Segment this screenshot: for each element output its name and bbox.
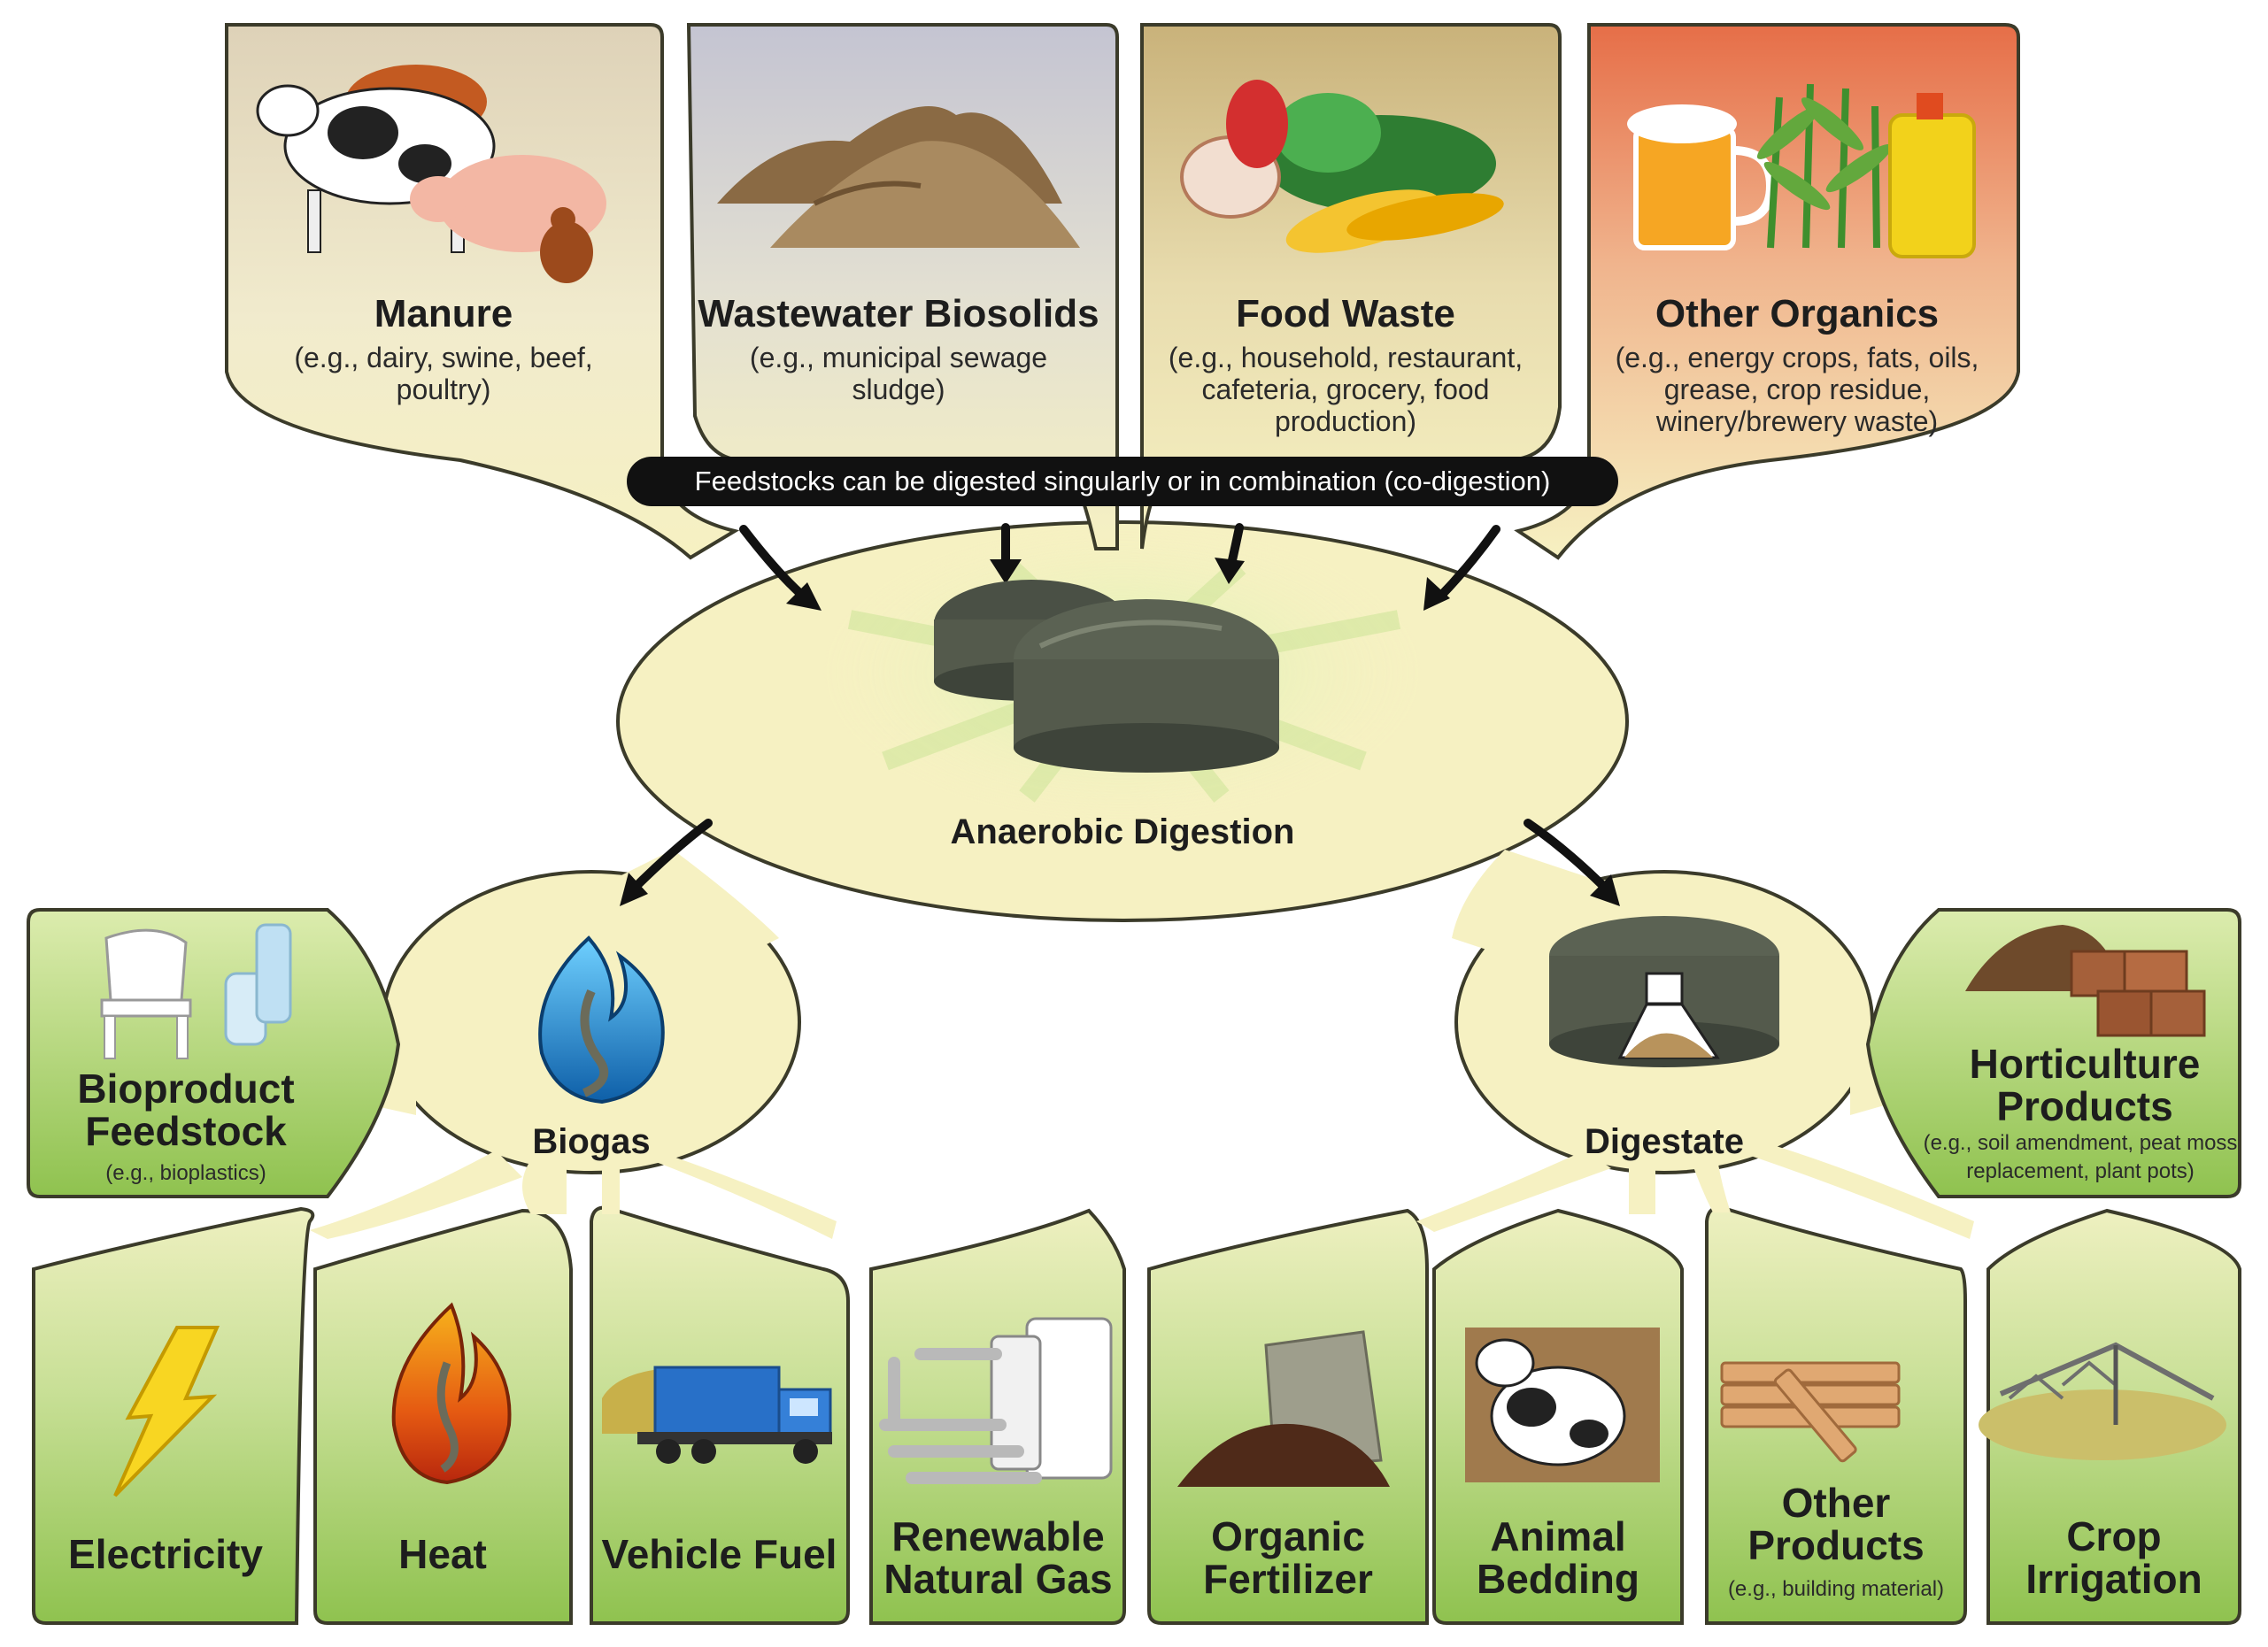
use-organic-fertilizer: Organic Fertilizer: [1203, 1513, 1373, 1602]
food-waste-title: Food Waste: [1236, 292, 1455, 335]
use-electricity: Electricity: [68, 1531, 263, 1577]
bioproduct-desc: (e.g., bioplastics): [105, 1161, 266, 1185]
food-scraps-icon: [1180, 80, 1504, 253]
use-animal-bedding: Animal Bedding: [1477, 1513, 1639, 1602]
corn-icon: [1627, 83, 1976, 258]
co-digestion-banner: Feedstocks can be digested singularly or…: [627, 457, 1618, 506]
manure-title: Manure: [374, 292, 513, 335]
soil-pile-icon: [717, 106, 1080, 248]
plant-pots-icon: [1965, 925, 2206, 1037]
cow-calf-icon: [1465, 1328, 1660, 1482]
digester-tanks-icon: [934, 580, 1279, 773]
use-crop-irrigation: Crop Irrigation: [2025, 1513, 2202, 1602]
stems: [310, 1142, 1974, 1239]
fertilizer-bag-icon: [1177, 1330, 1390, 1487]
biosolids-title: Wastewater Biosolids: [698, 292, 1099, 335]
cow-icon: [256, 65, 606, 283]
flame-icon: [391, 1302, 512, 1485]
bioproduct-title: Bioproduct Feedstock: [77, 1066, 295, 1154]
food-waste-desc: (e.g., household, restaurant, cafeteria,…: [1168, 342, 1524, 437]
use-heat: Heat: [398, 1531, 487, 1577]
lightning-icon: [113, 1326, 220, 1497]
use-other-products-desc: (e.g., building material): [1727, 1577, 1945, 1601]
flame-blue-icon: [538, 935, 665, 1104]
biogas-label: Biogas: [532, 1122, 651, 1161]
arrow-heads: [620, 558, 1620, 906]
horticulture-desc: (e.g., soil amendment, peat moss replace…: [1923, 1131, 2238, 1183]
chair-bottle-icon: [100, 923, 292, 1059]
anaerobic-digestion-label: Anaerobic Digestion: [950, 812, 1295, 851]
digestate-tank-icon: [1549, 916, 1779, 1067]
use-vehicle-fuel: Vehicle Fuel: [601, 1531, 837, 1577]
truck-icon: [602, 1366, 832, 1464]
use-other-products: Other Products: [1747, 1480, 1925, 1568]
other-organics-desc: (e.g., energy crops, fats, oils, grease,…: [1615, 342, 1979, 437]
lumber-icon: [1720, 1361, 1901, 1463]
digestate-label: Digestate: [1584, 1122, 1745, 1161]
manure-desc: (e.g., dairy, swine, beef, poultry): [294, 342, 593, 405]
other-organics-title: Other Organics: [1655, 292, 1940, 335]
pipes-icon: [879, 1317, 1113, 1484]
horticulture-title: Horticulture Products: [1969, 1041, 2201, 1129]
biosolids-desc: (e.g., municipal sewage sludge): [749, 342, 1048, 405]
use-renewable-natural-gas: Renewable Natural Gas: [883, 1513, 1113, 1602]
irrigation-icon: [1979, 1342, 2226, 1460]
